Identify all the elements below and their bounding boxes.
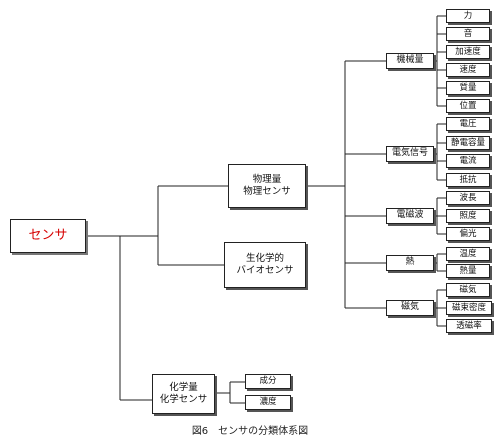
leaf-label: 波長 xyxy=(459,192,477,203)
category-mechanical: 機械量 xyxy=(386,53,434,69)
leaf-heat-quantity: 熱量 xyxy=(446,264,490,278)
root-sensor-box: センサ xyxy=(10,219,86,253)
leaf-position: 位置 xyxy=(446,99,490,113)
leaf-label: 濃度 xyxy=(259,397,277,408)
figure-caption: 図6 センサの分類体系図 xyxy=(191,426,309,437)
leaf-label: 磁気 xyxy=(459,284,477,295)
leaf-label: 電流 xyxy=(459,155,477,166)
leaf-label: 成分 xyxy=(259,376,277,387)
leaf-capacitance: 静電容量 xyxy=(446,136,490,150)
leaf-mass: 質量 xyxy=(446,81,490,95)
leaf-label: 偏光 xyxy=(459,228,477,239)
leaf-label: 位置 xyxy=(459,100,477,111)
leaf-label: 静電容量 xyxy=(450,137,485,148)
physical-line2: 物理センサ xyxy=(243,186,291,197)
leaf-sound: 音 xyxy=(446,27,490,41)
physical-line1: 物理量 xyxy=(252,174,282,186)
leaf-permeability: 透磁率 xyxy=(446,319,492,333)
leaf-label: 加速度 xyxy=(455,46,481,57)
leaf-acceleration: 加速度 xyxy=(446,45,490,59)
leaf-label: 力 xyxy=(463,10,473,21)
leaf-label: 温度 xyxy=(459,248,477,259)
leaf-label: 熱量 xyxy=(459,265,477,276)
category-label: 機械量 xyxy=(396,55,424,66)
bio-line2: バイオセンサ xyxy=(236,265,294,276)
category-label: 磁気 xyxy=(400,302,419,313)
root-label: センサ xyxy=(28,227,68,243)
category-electrical: 電気信号 xyxy=(386,146,434,162)
leaf-wavelength: 波長 xyxy=(446,191,490,205)
chemical-line1: 化学量 xyxy=(169,382,198,394)
leaf-concentration: 濃度 xyxy=(245,395,291,410)
leaf-label: 質量 xyxy=(459,82,477,93)
category-heat: 熱 xyxy=(386,255,434,271)
leaf-current: 電流 xyxy=(446,154,490,168)
category-electromagnetic: 電磁波 xyxy=(386,208,434,224)
leaf-temperature: 温度 xyxy=(446,247,490,261)
physical-sensor-box: 物理量 物理センサ xyxy=(228,164,306,208)
leaf-illuminance: 照度 xyxy=(446,209,490,223)
category-label: 熱 xyxy=(405,257,415,268)
leaf-label: 音 xyxy=(463,28,473,39)
leaf-magnetism: 磁気 xyxy=(446,283,490,297)
category-magnetic: 磁気 xyxy=(386,300,434,316)
leaf-label: 電圧 xyxy=(459,118,477,129)
chemical-sensor-box: 化学量 化学センサ xyxy=(152,374,215,414)
leaf-label: 速度 xyxy=(459,64,477,75)
leaf-voltage: 電圧 xyxy=(446,117,490,131)
bio-sensor-box: 生化学的 バイオセンサ xyxy=(224,242,306,288)
leaf-resistance: 抵抗 xyxy=(446,173,490,187)
bio-line1: 生化学的 xyxy=(245,253,284,265)
chemical-line2: 化学センサ xyxy=(159,394,208,405)
leaf-force: 力 xyxy=(446,9,490,23)
leaf-label: 磁束密度 xyxy=(451,302,486,313)
category-label: 電磁波 xyxy=(396,210,424,221)
leaf-component: 成分 xyxy=(245,374,291,389)
leaf-velocity: 速度 xyxy=(446,63,490,77)
category-label: 電気信号 xyxy=(391,148,428,159)
leaf-label: 透磁率 xyxy=(456,320,482,331)
leaf-polarization: 偏光 xyxy=(446,227,490,241)
leaf-label: 照度 xyxy=(459,210,477,221)
leaf-label: 抵抗 xyxy=(459,174,477,185)
leaf-flux-density: 磁束密度 xyxy=(446,301,492,315)
